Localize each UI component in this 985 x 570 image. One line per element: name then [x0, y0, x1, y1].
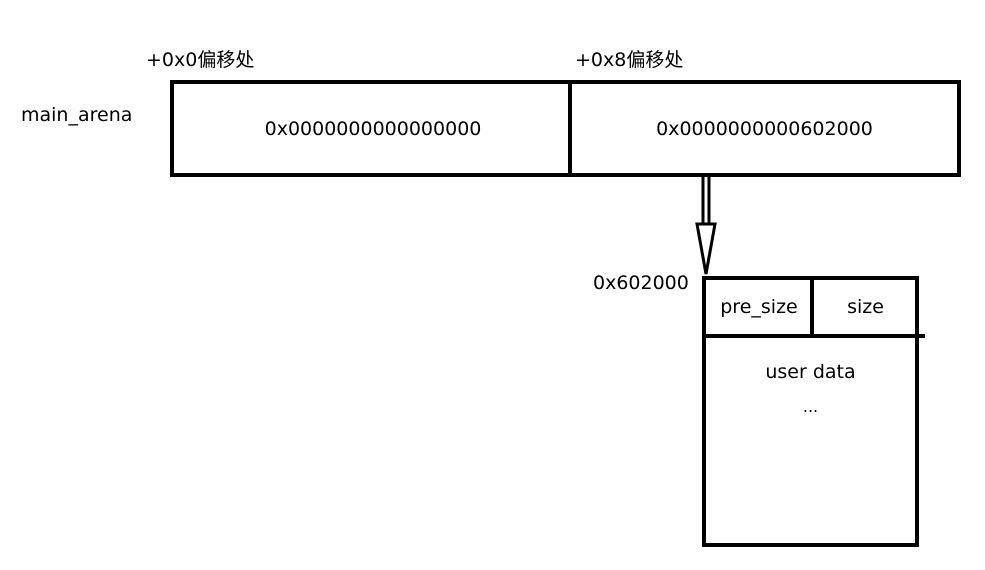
slot-8-value: 0x0000000000602000 — [656, 117, 873, 140]
main-arena-label: main_arena — [21, 104, 133, 126]
pre-size-field: pre_size — [720, 296, 798, 318]
slot-divider — [568, 80, 572, 177]
slot-0-value: 0x0000000000000000 — [264, 117, 482, 140]
offset-8-label: +0x8偏移处 — [575, 49, 684, 71]
user-data-ellipsis: ... — [802, 396, 819, 416]
user-data-label: user data — [765, 361, 856, 383]
chunk-box: pre_size size user data ... — [702, 276, 919, 547]
main-arena-box: 0x0000000000000000 0x0000000000602000 — [170, 80, 961, 177]
offset-0-label: +0x0偏移处 — [146, 49, 255, 71]
header-field-divider — [810, 276, 814, 336]
chunk-address-label: 0x602000 — [593, 272, 689, 294]
size-field: size — [847, 296, 884, 318]
header-separator-line — [702, 334, 925, 338]
